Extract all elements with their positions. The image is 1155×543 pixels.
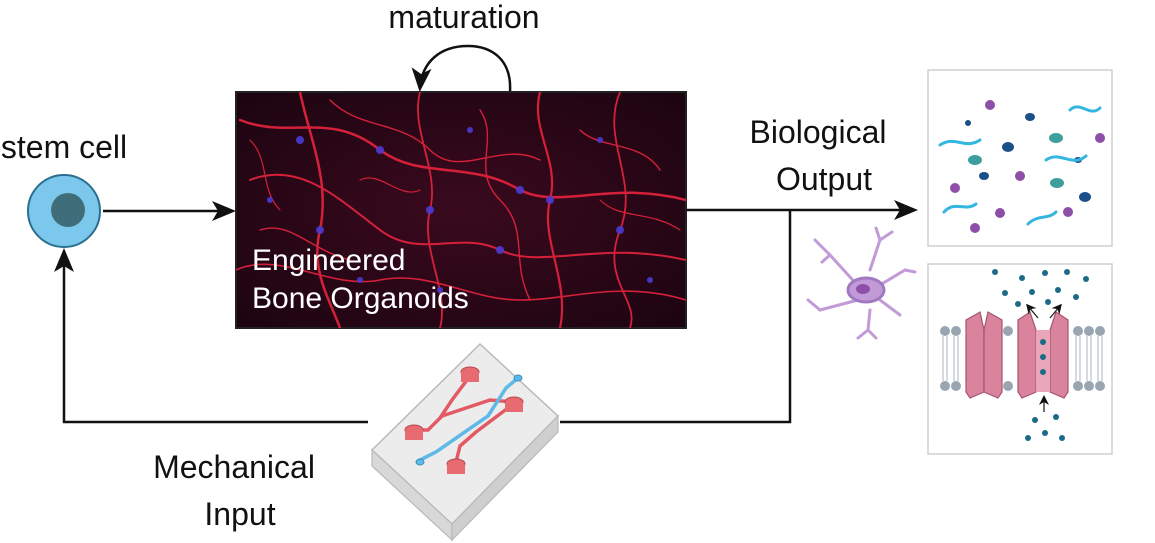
molecules-panel xyxy=(927,69,1113,247)
ion-channel-panel xyxy=(927,263,1113,455)
neuron-icon xyxy=(806,226,917,340)
maturation-label: maturation xyxy=(388,0,539,35)
organoid-micrograph: Engineered Bone Organoids xyxy=(235,91,687,329)
output-label-line2: Output xyxy=(776,161,872,197)
output-label-line1: Biological xyxy=(750,114,887,150)
feedback-line-right xyxy=(560,210,792,424)
input-label-line1: Mechanical xyxy=(153,449,315,485)
stem-cell-icon xyxy=(27,174,101,248)
microfluidic-chip-icon xyxy=(370,342,560,542)
input-label-line2: Input xyxy=(204,496,275,532)
feedback-arrow-to-stem-cell xyxy=(54,248,368,424)
maturation-arrow xyxy=(411,44,512,93)
channel-open xyxy=(1017,311,1069,399)
stem-cell-label: stem cell xyxy=(1,129,127,165)
organoid-label-line2: Bone Organoids xyxy=(252,282,469,315)
channel-closed xyxy=(965,311,1003,399)
organoid-label-line1: Engineered xyxy=(252,244,405,277)
